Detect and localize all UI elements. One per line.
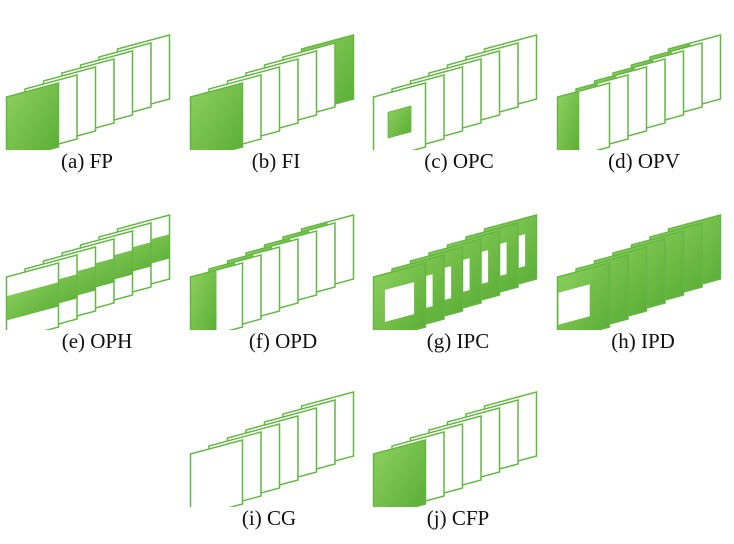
panel-g <box>372 195 552 342</box>
panel-c <box>372 15 552 162</box>
caption-a: (a) FP <box>61 149 113 173</box>
caption-h: (h) IPD <box>611 329 675 353</box>
frame-stack-c <box>372 34 538 162</box>
frame <box>5 82 60 162</box>
caption-c: (c) OPC <box>424 149 494 173</box>
frame <box>189 439 244 519</box>
caption-j: (j) CFP <box>426 506 490 530</box>
frame-stack-j <box>372 391 538 519</box>
caption-g: (g) IPC <box>426 329 490 353</box>
frame-stack-i <box>189 391 355 519</box>
panel-e <box>5 195 185 342</box>
frame <box>556 262 611 342</box>
frame-stack-h <box>556 214 722 342</box>
panel-f <box>189 195 369 342</box>
frame <box>556 82 611 162</box>
panel-d <box>556 15 734 162</box>
panel-b <box>189 15 369 162</box>
frame-stack-a <box>5 34 171 162</box>
frame <box>189 82 244 162</box>
caption-e: (e) OPH <box>61 329 133 353</box>
caption-f: (f) OPD <box>248 329 318 353</box>
frame-stack-b <box>189 34 355 162</box>
frame <box>372 439 427 519</box>
panel-j <box>372 372 552 519</box>
panel-h <box>556 195 734 342</box>
frame-stack-g <box>372 214 538 342</box>
panel-i <box>189 372 369 519</box>
frame-stack-d <box>556 34 722 162</box>
frame <box>189 262 244 342</box>
frame <box>372 262 427 342</box>
frame-stack-e <box>5 214 171 342</box>
caption-i: (i) CG <box>241 506 297 530</box>
caption-d: (d) OPV <box>608 149 680 173</box>
panel-a <box>5 15 185 162</box>
frame-stack-f <box>189 214 355 342</box>
caption-b: (b) FI <box>251 149 301 173</box>
frame <box>5 262 60 342</box>
frame <box>372 82 427 162</box>
